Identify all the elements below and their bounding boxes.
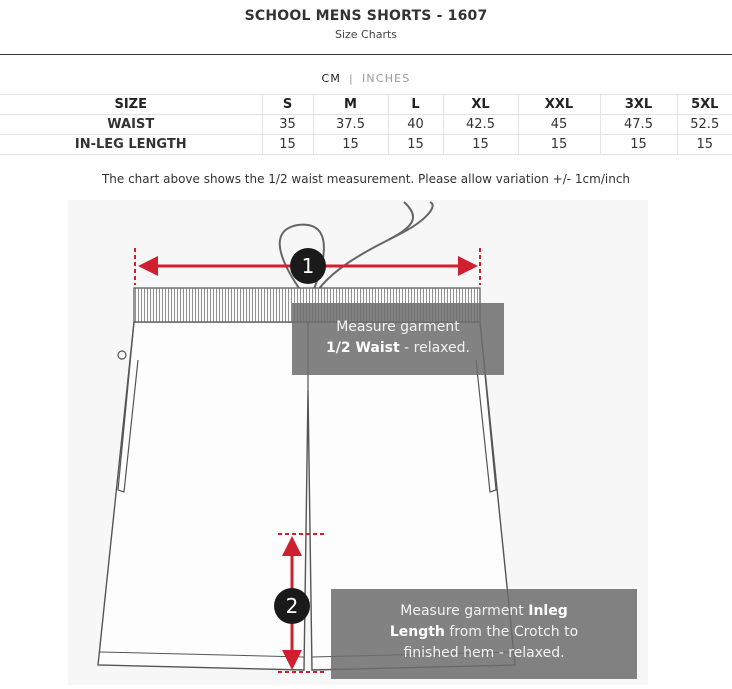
waist-callout-bold: 1/2 Waist: [326, 340, 400, 356]
eyelet: [117, 350, 127, 360]
table-cell: 35: [261, 114, 313, 135]
table-header-row: SIZE S M L XL XXL 3XL 5XL: [0, 94, 732, 115]
page-title: SCHOOL MENS SHORTS - 1607: [244, 8, 488, 24]
inleg-arrow-top-head: [282, 536, 302, 556]
inleg-callout-line2: Length from the Crotch to: [331, 622, 637, 643]
row-label-inleg: IN-LEG LENGTH: [0, 134, 262, 155]
column-header-5xl: 5XL: [676, 94, 732, 115]
waist-callout: Measure garment 1/2 Waist - relaxed.: [292, 303, 504, 375]
marker-2-label: 2: [286, 594, 299, 618]
table-cell: 42.5: [442, 114, 518, 135]
unit-separator: |: [349, 72, 354, 85]
waist-callout-rest: - relaxed.: [399, 340, 470, 356]
marker-1-label: 1: [302, 254, 315, 278]
unit-cm-button[interactable]: CM: [321, 72, 342, 85]
pocket-left: [117, 321, 139, 493]
inleg-callout-prefix: Measure garment: [400, 603, 529, 619]
column-header-l: L: [387, 94, 443, 115]
column-header-s: S: [261, 94, 313, 115]
table-row: IN-LEG LENGTH 15 15 15 15 15 15 15: [0, 134, 732, 155]
table-cell: 15: [676, 134, 732, 155]
column-header-m: M: [312, 94, 388, 115]
table-cell: 47.5: [599, 114, 677, 135]
inleg-callout-line3: finished hem - relaxed.: [403, 645, 565, 661]
unit-inches-button[interactable]: INCHES: [361, 72, 411, 85]
column-header-size: SIZE: [0, 94, 262, 115]
waist-arrow-left-head: [138, 256, 158, 276]
inleg-callout-suffix: from the Crotch to: [444, 624, 579, 640]
page-header: SCHOOL MENS SHORTS - 1607 Size Charts: [0, 0, 732, 55]
table-row: WAIST 35 37.5 40 42.5 45 47.5 52.5: [0, 114, 732, 135]
table-cell: 15: [387, 134, 443, 155]
marker-1-circle: [290, 248, 326, 284]
inleg-callout-bold2: Length: [389, 624, 445, 640]
inleg-callout: Measure garment Inleg Length from the Cr…: [331, 589, 637, 679]
inleg-arrow-bottom-head: [282, 650, 302, 670]
hem-left: [99, 651, 305, 658]
table-cell: 52.5: [676, 114, 732, 135]
measurement-note: The chart above shows the 1/2 waist meas…: [101, 172, 631, 186]
table-cell: 15: [312, 134, 388, 155]
table-cell: 37.5: [312, 114, 388, 135]
inleg-callout-line1: Measure garment Inleg: [331, 601, 637, 622]
table-cell: 40: [387, 114, 443, 135]
unit-toggle: CM | INCHES: [0, 72, 732, 85]
row-label-waist: WAIST: [0, 114, 262, 135]
table-cell: 15: [599, 134, 677, 155]
table-cell: 45: [517, 114, 600, 135]
pocket-right: [475, 321, 497, 493]
drawstring-end: [387, 201, 414, 241]
column-header-xxl: XXL: [517, 94, 600, 115]
column-header-xl: XL: [442, 94, 518, 115]
shorts-measurement-diagram: 1 2 Measure garment 1/2 Waist - relaxed.…: [68, 200, 648, 685]
table-cell: 15: [517, 134, 600, 155]
table-cell: 15: [442, 134, 518, 155]
waist-callout-line1: Measure garment: [336, 319, 460, 335]
size-chart-table: SIZE S M L XL XXL 3XL 5XL WAIST 35 37.5 …: [0, 94, 732, 155]
page-subtitle: Size Charts: [334, 28, 398, 41]
table-cell: 15: [261, 134, 313, 155]
marker-2-circle: [274, 588, 310, 624]
inleg-callout-bold1: Inleg: [528, 603, 568, 619]
column-header-3xl: 3XL: [599, 94, 677, 115]
waist-arrow-right-head: [458, 256, 478, 276]
waist-callout-line2: 1/2 Waist - relaxed.: [292, 338, 504, 359]
